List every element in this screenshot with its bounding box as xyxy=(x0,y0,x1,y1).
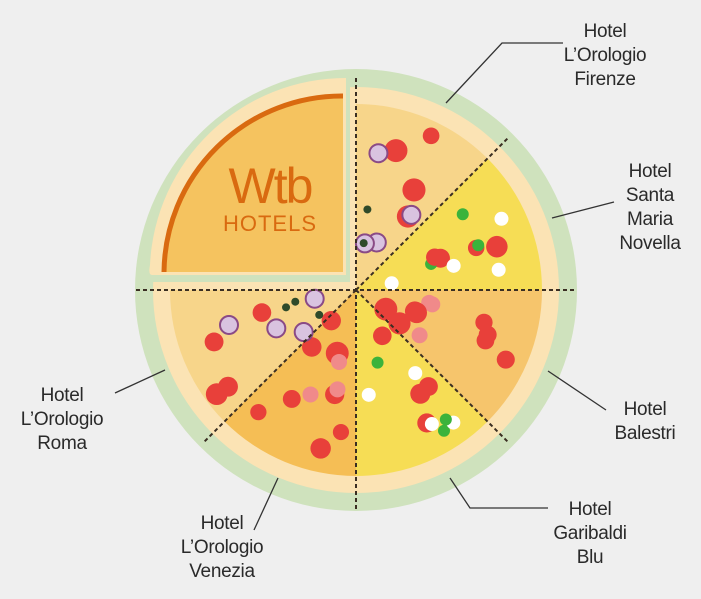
topping-icon xyxy=(266,318,287,339)
topping-icon xyxy=(321,311,341,331)
topping-icon xyxy=(406,302,428,324)
topping-icon xyxy=(411,327,428,344)
leader-line-firenze xyxy=(445,42,563,104)
topping-icon xyxy=(291,297,300,306)
topping-icon xyxy=(332,423,350,441)
topping-icon xyxy=(491,262,506,277)
cut-line xyxy=(203,289,357,443)
label-hotel-orologio-roma: Hotel L’Orologio Roma xyxy=(12,384,112,456)
leader-line-roma xyxy=(114,369,166,394)
cut-line xyxy=(355,137,509,291)
topping-icon xyxy=(293,322,314,343)
topping-icon xyxy=(422,127,440,145)
label-line: L’Orologio xyxy=(180,537,264,558)
leader-line-garibaldi xyxy=(449,477,548,509)
logo-arc xyxy=(161,93,344,273)
leader-line-balestri xyxy=(547,370,607,411)
label-hotel-santa-maria-novella: Hotel Santa Maria Novella xyxy=(605,160,695,256)
logo-brand: Wtb xyxy=(228,158,314,214)
label-line: Roma xyxy=(37,433,87,454)
label-line: Garibaldi xyxy=(553,523,627,544)
topping-icon xyxy=(374,297,398,321)
topping-icon xyxy=(373,326,392,346)
topping-icon xyxy=(472,239,485,252)
topping-icon xyxy=(368,143,389,164)
topping-icon xyxy=(310,438,331,459)
label-hotel-orologio-firenze: Hotel L’Orologio Firenze xyxy=(555,20,655,92)
slice-venezia xyxy=(224,290,356,476)
label-hotel-orologio-venezia: Hotel L’Orologio Venezia xyxy=(172,512,272,584)
topping-icon xyxy=(363,205,372,214)
topping-icon xyxy=(282,303,291,312)
leader-line-santa-maria xyxy=(551,201,615,219)
leader-line-venezia xyxy=(253,477,279,531)
topping-icon xyxy=(329,381,346,398)
label-hotel-balestri: Hotel Balestri xyxy=(600,398,690,446)
topping-icon xyxy=(218,314,239,335)
label-line: L’Orologio xyxy=(563,45,647,66)
topping-icon xyxy=(302,386,319,403)
topping-icon xyxy=(446,258,461,273)
topping-icon xyxy=(361,387,376,402)
label-line: Hotel xyxy=(583,21,627,42)
topping-icon xyxy=(302,337,322,357)
topping-icon xyxy=(252,303,272,322)
topping-icon xyxy=(439,413,452,426)
topping-icon xyxy=(478,325,497,344)
label-line: Balestri xyxy=(614,423,676,444)
topping-icon xyxy=(388,312,411,335)
label-hotel-garibaldi-blu: Hotel Garibaldi Blu xyxy=(540,498,640,570)
label-line: Santa xyxy=(625,185,675,206)
topping-icon xyxy=(282,389,301,408)
label-line: Hotel xyxy=(200,513,244,534)
topping-icon xyxy=(401,204,422,225)
topping-icon xyxy=(315,310,324,319)
topping-icon xyxy=(424,417,439,432)
topping-icon xyxy=(304,288,325,309)
topping-icon xyxy=(384,276,399,291)
label-line: Novella xyxy=(619,233,681,254)
topping-icon xyxy=(402,178,426,202)
topping-icon xyxy=(359,239,368,248)
topping-icon xyxy=(204,332,224,352)
label-line: L’Orologio xyxy=(20,409,104,430)
topping-icon xyxy=(486,235,508,258)
topping-icon xyxy=(437,424,450,437)
label-line: Hotel xyxy=(623,399,667,420)
topping-icon xyxy=(371,356,384,369)
topping-icon xyxy=(496,350,515,369)
topping-icon xyxy=(410,383,431,404)
label-line: Blu xyxy=(576,547,604,568)
logo-subtitle: HOTELS xyxy=(222,211,318,236)
topping-icon xyxy=(494,211,509,226)
label-line: Firenze xyxy=(574,69,636,90)
label-line: Hotel xyxy=(40,385,84,406)
topping-icon xyxy=(426,248,444,266)
cut-line xyxy=(355,289,509,443)
label-line: Hotel xyxy=(568,499,612,520)
wtb-hotels-logo: Wtb HOTELS xyxy=(205,160,335,236)
label-line: Hotel xyxy=(628,161,672,182)
topping-icon xyxy=(250,404,267,421)
logo-slice-fill xyxy=(163,94,343,272)
topping-icon xyxy=(331,353,348,370)
topping-icon xyxy=(384,139,408,163)
label-line: Venezia xyxy=(189,561,255,582)
topping-icon xyxy=(218,376,238,397)
label-line: Maria xyxy=(626,209,673,230)
topping-icon xyxy=(408,366,423,381)
topping-icon xyxy=(456,208,469,221)
